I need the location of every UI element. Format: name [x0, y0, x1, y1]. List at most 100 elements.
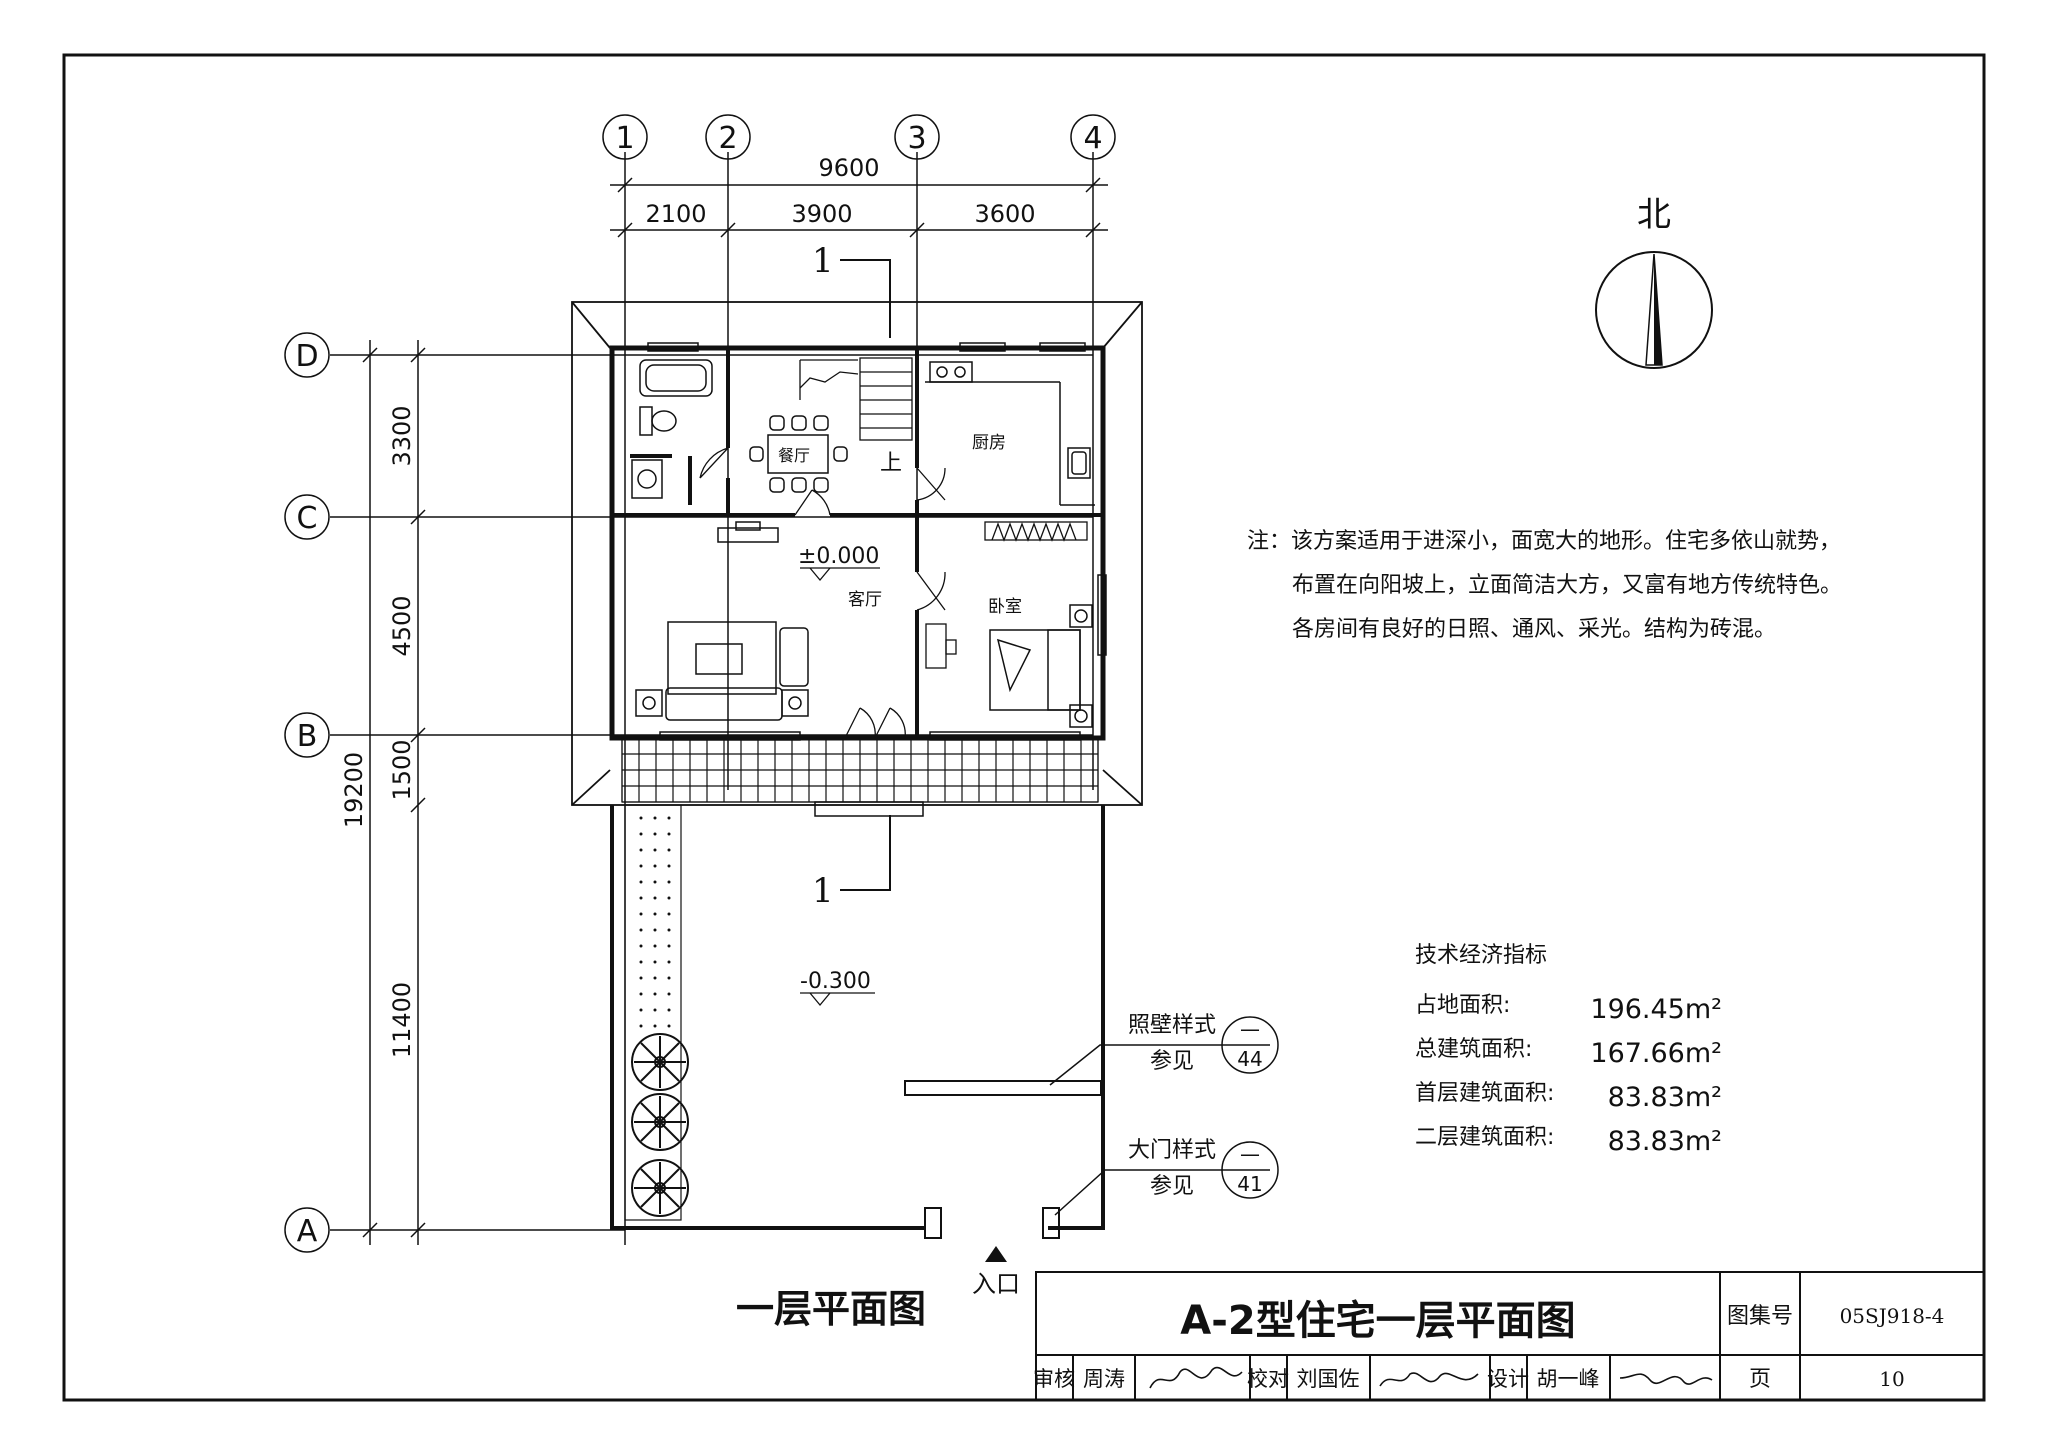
- axis-label-C: C: [297, 501, 318, 536]
- ref-see-screen-wall: 参见: [1150, 1049, 1194, 1074]
- wardrobe: [984, 521, 1088, 542]
- desk: [925, 623, 957, 669]
- dim-top-1: 2100: [645, 200, 706, 228]
- axis-bubble-4: [1070, 114, 1116, 160]
- terrace-paving: [621, 737, 1099, 803]
- signatures: [1149, 1366, 1713, 1389]
- titleblock-checker: 刘国佐: [1297, 1367, 1360, 1391]
- stair-up-label: 上: [880, 451, 902, 476]
- ref-top-gate: —: [1240, 1142, 1260, 1166]
- toilet: [639, 406, 677, 436]
- section-mark-top: 1: [812, 241, 834, 281]
- axis-bubble-C: [284, 494, 330, 540]
- courtyard-wall: [610, 805, 1105, 1230]
- axis-bubble-D: [284, 332, 330, 378]
- titleblock-check-label: 校对: [1247, 1367, 1289, 1391]
- axis-label-2: 2: [718, 121, 737, 156]
- axis-bubble-2: [705, 114, 751, 160]
- checker-signature: [1379, 1372, 1479, 1387]
- indicator-value-2: 167.66m²: [1590, 1038, 1722, 1069]
- living-room-label: 客厅: [848, 590, 882, 610]
- dim-left-total: 19200: [340, 752, 368, 828]
- sofa-set: [635, 621, 809, 721]
- stove-icon: [929, 361, 973, 383]
- dining-table-set: [749, 415, 848, 493]
- notes-block: 注：该方案适用于进深小，面宽大的地形。住宅多依山就势， 布置在向阳坡上，立面简洁…: [1247, 529, 1842, 642]
- kitchen-label: 厨房: [972, 433, 1006, 453]
- axis-bubble-3: [894, 114, 940, 160]
- level-mark-ground: [800, 567, 880, 582]
- note-line-1: 注：该方案适用于进深小，面宽大的地形。住宅多依山就势，: [1247, 529, 1841, 554]
- dim-top-3: 3600: [974, 200, 1035, 228]
- titleblock-designer: 胡一峰: [1537, 1367, 1600, 1391]
- ref-label-gate: 大门样式: [1128, 1138, 1216, 1163]
- shrubs: [631, 1033, 689, 1217]
- axis-label-4: 4: [1083, 121, 1102, 156]
- dim-left-1: 3300: [388, 405, 416, 466]
- ref-num-screen-wall: 44: [1237, 1047, 1262, 1071]
- exterior-walls: [609, 345, 1106, 741]
- axis-label-3: 3: [907, 121, 926, 156]
- washbasin: [631, 459, 663, 499]
- bathtub: [639, 359, 713, 397]
- indicators-title: 技术经济指标: [1415, 943, 1547, 968]
- planting-strip: [624, 804, 682, 1221]
- indicator-value-3: 83.83m²: [1608, 1082, 1722, 1113]
- dim-top-2: 3900: [791, 200, 852, 228]
- indicator-value-1: 196.45m²: [1590, 994, 1722, 1025]
- titleblock-atlas-no: 05SJ918-4: [1840, 1304, 1945, 1328]
- indicator-value-4: 83.83m²: [1608, 1126, 1722, 1157]
- axis-label-A: A: [297, 1214, 318, 1249]
- dim-left-4: 11400: [388, 982, 416, 1058]
- sheet-border: [62, 53, 1986, 1402]
- doors: [699, 447, 946, 739]
- north-label: 北: [1637, 195, 1671, 235]
- dim-left-3: 1500: [388, 739, 416, 800]
- axis-bubble-B: [284, 712, 330, 758]
- titleblock-reviewer: 周涛: [1083, 1367, 1125, 1391]
- indicator-label-1: 占地面积:: [1415, 993, 1510, 1018]
- titleblock-design-label: 设计: [1487, 1367, 1529, 1391]
- reviewer-signature: [1149, 1366, 1243, 1389]
- ref-num-gate: 41: [1237, 1172, 1262, 1196]
- level-ground: ±0.000: [798, 544, 879, 569]
- axis-bubble-A: [284, 1207, 330, 1253]
- level-yard: -0.300: [800, 969, 871, 994]
- titleblock-page-no: 10: [1879, 1367, 1904, 1391]
- indicator-label-2: 总建筑面积:: [1415, 1037, 1532, 1062]
- dim-left-2: 4500: [388, 595, 416, 656]
- ref-callout-screen-wall: [1049, 1016, 1279, 1086]
- top-dimensions: [610, 177, 1108, 238]
- indicator-label-4: 二层建筑面积:: [1415, 1125, 1554, 1150]
- staircase: [799, 357, 913, 441]
- screen-wall: [904, 1080, 1102, 1096]
- ref-see-gate: 参见: [1150, 1174, 1194, 1199]
- axis-label-D: D: [295, 339, 318, 374]
- indicator-label-3: 首层建筑面积:: [1415, 1081, 1554, 1106]
- dim-top-total: 9600: [818, 154, 879, 182]
- entrance-arrow-icon: [985, 1246, 1007, 1262]
- interior-walls: [612, 350, 1103, 736]
- ref-top-screen-wall: —: [1240, 1017, 1260, 1041]
- section-line: [840, 259, 891, 891]
- level-mark-yard: [800, 992, 875, 1007]
- axis-bubble-1: [602, 114, 648, 160]
- windows: [647, 342, 1107, 741]
- dining-room-label: 餐厅: [778, 446, 810, 465]
- titleblock-atlas-label: 图集号: [1727, 1304, 1793, 1329]
- gate-pillars: [924, 1207, 1060, 1239]
- note-line-3: 各房间有良好的日照、通风、采光。结构为砖混。: [1292, 617, 1776, 642]
- plan-title: 一层平面图: [736, 1287, 926, 1331]
- titleblock-title: A-2型住宅一层平面图: [1180, 1298, 1575, 1344]
- column-axes: [602, 114, 1116, 1245]
- ref-callout-gate: [1054, 1141, 1279, 1216]
- indicators-table: 技术经济指标 占地面积: 196.45m² 总建筑面积: 167.66m² 首层…: [1415, 943, 1722, 1157]
- titleblock-page-label: 页: [1749, 1367, 1771, 1392]
- axis-label-B: B: [297, 719, 318, 754]
- ref-label-screen-wall: 照壁样式: [1128, 1013, 1216, 1038]
- entrance-label: 入口: [972, 1270, 1020, 1298]
- roof-outline: [571, 301, 1143, 806]
- title-block: [1035, 1271, 1985, 1401]
